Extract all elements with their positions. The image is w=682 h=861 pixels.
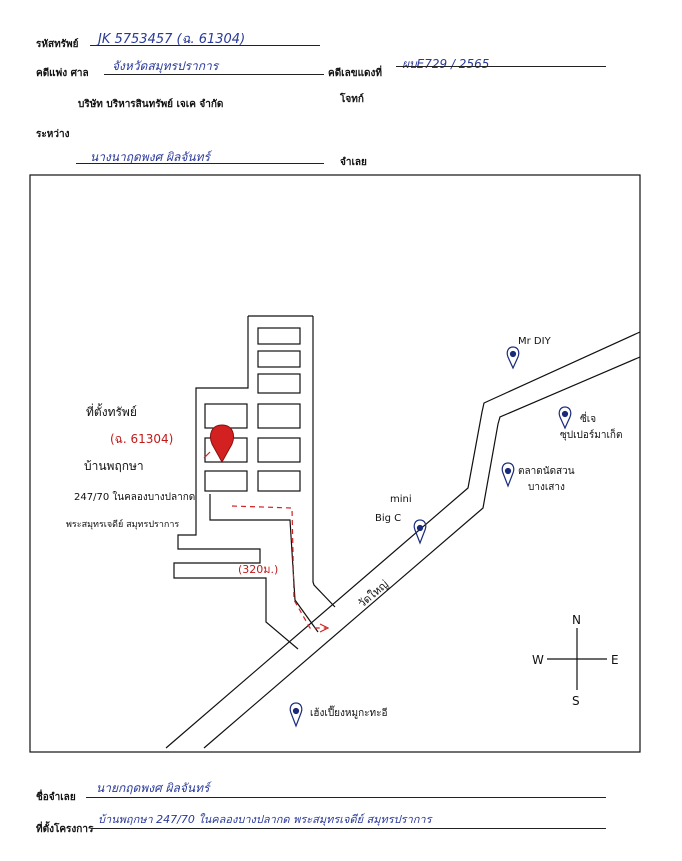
poi-mrdiy-label: Mr DIY	[518, 336, 552, 347]
poi-pins	[289, 346, 572, 728]
defendant-underline	[76, 163, 324, 164]
poi-bigc-label-1: mini	[390, 494, 412, 505]
main-road-inner	[203, 356, 641, 749]
house-blocks	[204, 327, 301, 492]
address-line-2: พระสมุทรเจดีย์ สมุทรปราการ	[66, 518, 179, 530]
asset-code-label: รหัสทรัพย์	[36, 39, 79, 50]
plaintiff-name: บริษัท บริหารสินทรัพย์ เจเค จำกัด	[78, 99, 224, 110]
plaintiff-role: โจทก์	[340, 94, 364, 105]
deed-number: (ฉ. 61304)	[110, 432, 173, 446]
poi-market-label-2: บางเสาง	[528, 482, 565, 493]
defendant-name-underline	[86, 797, 606, 798]
compass-rose	[547, 628, 607, 690]
asset-code-value: JK 5753457 (ฉ. 61304)	[98, 32, 246, 47]
court-underline	[104, 74, 324, 75]
pin-market-icon	[501, 462, 515, 488]
compass-west: W	[532, 653, 544, 667]
pin-shop-icon	[289, 702, 303, 728]
route-pin-arrow	[203, 451, 211, 459]
case-no-underline	[396, 66, 606, 67]
distance-label: (320ม.)	[238, 563, 278, 576]
project-location-value: บ้านพฤกษา 247/70 ในคลองบางปลากด พระสมุทร…	[98, 813, 432, 826]
poi-bigc-label-2: Big C	[375, 513, 401, 524]
case-no-label: คดีเลขแดงที่	[328, 68, 382, 79]
court-label: คดีแพ่ง ศาล	[36, 68, 89, 79]
property-pin-icon	[209, 424, 235, 464]
between-label: ระหว่าง	[36, 129, 70, 140]
compass-north: N	[572, 613, 581, 627]
asset-code-underline	[90, 45, 320, 46]
property-title: ที่ตั้งทรัพย์	[86, 403, 137, 419]
compass-east: E	[611, 653, 619, 667]
project-location-underline	[92, 828, 606, 829]
route-arrowhead	[319, 623, 330, 633]
village-name: บ้านพฤกษา	[84, 459, 144, 473]
defendant-value: นางนาฤดพงศ ผิลจันทร์	[90, 150, 210, 164]
village-road-inner	[209, 494, 319, 633]
defendant-name-label: ชื่อจำเลย	[36, 792, 76, 803]
defendant-name-value: นายกฤดพงศ ผิลจันทร์	[96, 781, 210, 795]
map-frame	[29, 174, 641, 753]
compass-south: S	[572, 694, 580, 708]
case-no-value: ผบE729 / 2565	[402, 57, 490, 71]
pin-mrdiy-icon	[506, 346, 520, 370]
village-road-outline	[173, 316, 299, 650]
pin-bigc-icon	[413, 519, 427, 545]
route-dashed	[231, 505, 326, 629]
pin-supermarket-icon	[558, 406, 572, 430]
court-value: จังหวัดสมุทรปราการ	[112, 59, 219, 73]
address-line-1: 247/70 ในคลองบางปลากด	[74, 491, 195, 503]
poi-shop-label: เฮ้งเปี๊ยงหมูกะทะอี	[310, 705, 388, 719]
poi-market-label-1: ตลาดนัดสวน	[518, 466, 575, 477]
poi-supermarket-label-1: ซี่เจ	[580, 411, 596, 425]
defendant-role: จำเลย	[340, 157, 367, 168]
poi-supermarket-label-2: ซุปเปอร์มาเก็ต	[560, 427, 622, 441]
project-location-label: ที่ตั้งโครงการ	[36, 824, 94, 835]
main-road-outer	[165, 331, 641, 749]
village-road-outline-2	[312, 316, 336, 608]
main-road-name: วัดใหญ่	[356, 578, 391, 611]
